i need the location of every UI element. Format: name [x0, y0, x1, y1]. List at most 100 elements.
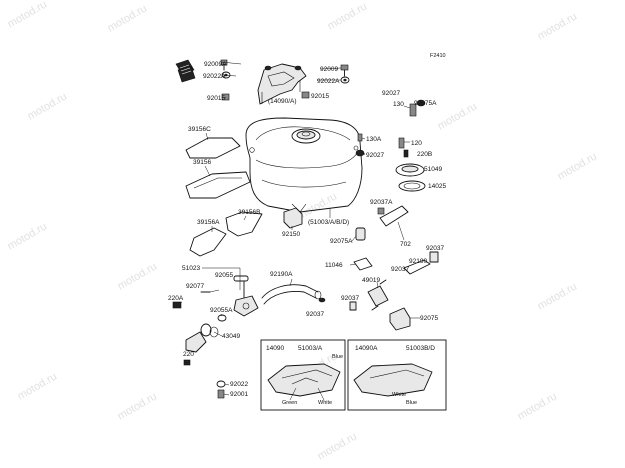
- pad-39156: [185, 171, 251, 199]
- detail-right-code-a: 14090A: [355, 345, 378, 352]
- screw-220a: [172, 301, 182, 309]
- hose-92190: [403, 259, 431, 275]
- part-label-92075a-top: 92075A: [414, 100, 437, 107]
- bolt-120: [398, 137, 405, 149]
- detail-right-color-blue: Blue: [406, 400, 417, 406]
- damper-92150: [283, 207, 303, 229]
- bracket-11046: [353, 257, 373, 271]
- part-label-130: 130: [393, 101, 404, 108]
- detail-box-left: 14090 51003/A Blue Green White: [260, 339, 346, 411]
- part-label-702: 702: [400, 241, 411, 248]
- part-label-220a: 220A: [168, 295, 184, 302]
- part-label-92037-c: 92037: [341, 295, 359, 302]
- part-label-43049: 43049: [222, 333, 240, 340]
- part-label-51003: (51003/A/B/D): [308, 219, 349, 226]
- detail-box-right: 14090A 51003B/D White Blue: [347, 339, 447, 411]
- washer-92022: [216, 380, 226, 388]
- part-label-92037-b: 92037: [306, 311, 324, 318]
- part-label-92075a-mid: 92075A: [330, 238, 353, 245]
- part-label-92190a: 92190A: [270, 271, 293, 278]
- cap-ring-51049: [395, 163, 425, 177]
- part-label-92009: 92009: [320, 66, 338, 73]
- damper-92075a-top: [416, 99, 426, 107]
- part-label-92055: 92055: [215, 272, 233, 279]
- watermark-text: motod.ru: [536, 10, 580, 42]
- part-label-130a: 130A: [366, 136, 382, 143]
- screw-220b: [403, 149, 409, 158]
- fuel-tank: [245, 117, 363, 213]
- washer-92022a-right: [340, 76, 350, 84]
- bolt-130: [409, 103, 417, 117]
- pad-39156b: [225, 211, 263, 237]
- bolt-92009: [340, 64, 349, 77]
- part-label-92150: 92150: [282, 231, 300, 238]
- nut-92015-mid: [301, 91, 310, 99]
- fuel-cock-51023: [233, 281, 259, 317]
- watermark-text: motod.ru: [116, 260, 160, 292]
- bolt-130a: [357, 133, 363, 142]
- part-label-92055a: 92055A: [210, 307, 233, 314]
- watermark-text: motod.ru: [116, 390, 160, 422]
- gasket-14025: [398, 180, 426, 192]
- part-label-14090a: (14090/A): [268, 98, 297, 105]
- watermark-text: motod.ru: [6, 0, 50, 31]
- part-label-51049: 51049: [424, 166, 442, 173]
- part-label-39156: 39156: [193, 159, 211, 166]
- screw-220: [183, 359, 191, 366]
- part-label-92022a-right: 92022A: [317, 78, 340, 85]
- leader-lines: [179, 61, 425, 396]
- grommet-92027-mid: [355, 149, 365, 157]
- part-label-92027-mid: 92027: [366, 152, 384, 159]
- part-label-92001: 92001: [230, 391, 248, 398]
- part-label-92190-right: 92190: [409, 258, 427, 265]
- detail-right-code-b: 51003B/D: [406, 345, 435, 352]
- watermark-text: motod.ru: [516, 390, 560, 422]
- part-label-39156a: 39156A: [197, 219, 220, 226]
- pad-39156a: [189, 227, 227, 257]
- part-label-92037-right: 92037: [426, 245, 444, 252]
- fuel-hose-92190a: [261, 284, 322, 305]
- clamp-92037-b: [318, 297, 326, 303]
- pad-39156c: [185, 137, 241, 159]
- clamp-92037-right: [429, 251, 439, 263]
- part-label-39156b: 39156B: [238, 209, 260, 216]
- watermark-text: motod.ru: [556, 150, 600, 182]
- part-label-11046: 11046: [325, 262, 343, 269]
- watermark-text: motod.ru: [536, 280, 580, 312]
- watermark-text: motod.ru: [16, 370, 60, 402]
- part-label-120: 120: [411, 140, 422, 147]
- part-label-51023: 51023: [182, 265, 200, 272]
- detail-left-color-blue: Blue: [332, 354, 343, 360]
- bolt-92001: [217, 389, 225, 399]
- part-label-92009a: 92009A: [204, 61, 227, 68]
- detail-left-color-white: White: [318, 400, 332, 406]
- oring-92055a: [217, 314, 227, 322]
- part-label-220: 220: [183, 351, 194, 358]
- part-label-92015-mid: 92015: [311, 93, 329, 100]
- gasket-92055: [233, 275, 249, 282]
- watermark-text: motod.ru: [26, 90, 70, 122]
- detail-left-code-b: 51003/A: [298, 345, 323, 352]
- manual-book-icon: [175, 59, 196, 83]
- part-label-92015-left: 92015: [207, 95, 225, 102]
- clamp-92037a: [377, 207, 385, 215]
- watermark-text: motod.ru: [316, 430, 360, 462]
- part-label-92027-top: 92027: [382, 90, 400, 97]
- part-label-220b: 220B: [417, 151, 432, 158]
- fuel-filter-49019: [367, 279, 389, 311]
- watermark-text: motod.ru: [436, 100, 480, 132]
- detail-left-color-green: Green: [282, 400, 297, 406]
- part-label-39156c: 39156C: [188, 126, 211, 133]
- damper-92075: [389, 307, 411, 331]
- detail-right-color-white: White: [392, 392, 406, 398]
- lever-plate: [185, 331, 207, 353]
- detail-left-code-a: 14090: [266, 345, 284, 352]
- hose-702: [379, 205, 409, 227]
- part-label-92022a-left: 92022A: [203, 73, 226, 80]
- lever-43049: [200, 323, 219, 338]
- part-label-14025: 14025: [428, 183, 446, 190]
- part-label-92037-mid: 92037: [391, 266, 409, 273]
- part-label-92077: 92077: [186, 283, 204, 290]
- part-label-92075: 92075: [420, 315, 438, 322]
